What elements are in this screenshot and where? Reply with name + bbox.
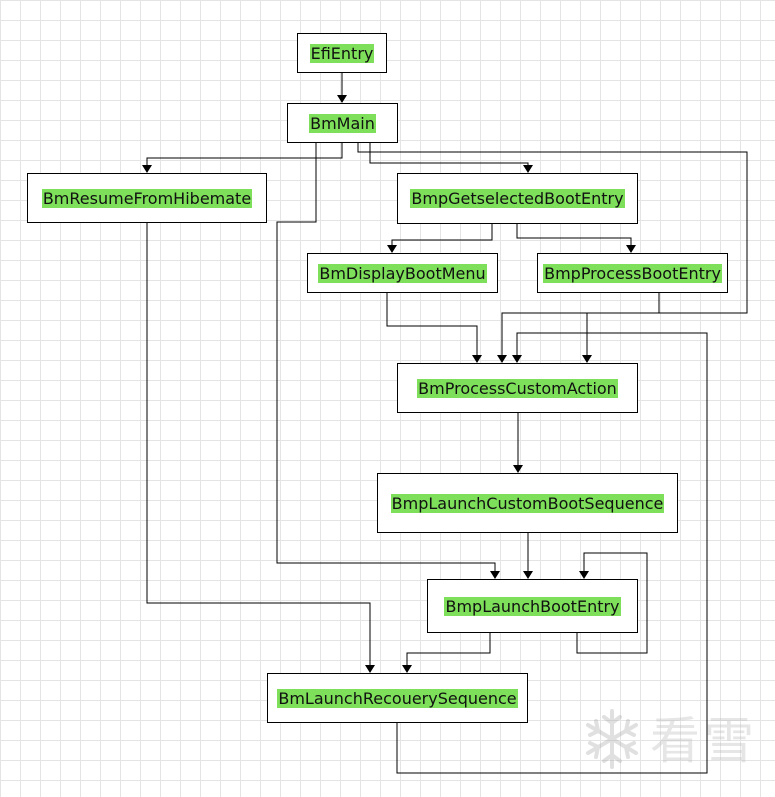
node-label: BmMain bbox=[309, 113, 376, 133]
edge-bmmain-bmpgetselectedbootentry bbox=[369, 143, 533, 173]
edge-bmlaunchrecoverysequence-bmprocesscustomaction bbox=[396, 332, 708, 774]
node-bmresumefromhibernate[interactable]: BmResumeFromHibemate bbox=[27, 173, 267, 223]
node-bmplaunchcustombootsequence[interactable]: BmpLaunchCustomBootSequence bbox=[377, 473, 678, 533]
watermark-text: 看雪 bbox=[650, 712, 758, 770]
edge-bmpprocessbootentry-bmprocesscustomaction bbox=[582, 293, 660, 363]
node-label: BmpGetselectedBootEntry bbox=[410, 189, 625, 208]
edge-bmdisplaybootmenu-bmprocesscustomaction bbox=[386, 293, 482, 363]
edge-bmplaunchbootentry-loop bbox=[576, 552, 648, 654]
edge-bmmain-bmplaunchbootentry bbox=[276, 143, 500, 579]
edge-bmplaunchbootentry-bmlaunchrecoverysequence bbox=[402, 633, 491, 673]
node-label: BmpProcessBootEntry bbox=[543, 263, 722, 283]
node-label: BmLaunchRecouerySequence bbox=[277, 688, 518, 708]
node-bmplaunchbootentry[interactable]: BmpLaunchBootEntry bbox=[427, 579, 638, 633]
edge-bmmain-bmresumefromhibernate bbox=[142, 143, 343, 173]
watermark: 看雪 bbox=[580, 705, 770, 775]
edge-bmresumefromhibernate-bmlaunchrecoverysequence bbox=[146, 223, 375, 673]
node-label: BmDisplayBootMenu bbox=[318, 263, 487, 283]
node-label: BmpLaunchBootEntry bbox=[444, 596, 621, 616]
node-bmpgetselectedbootentry[interactable]: BmpGetselectedBootEntry bbox=[397, 173, 638, 224]
node-label: BmProcessCustomAction bbox=[417, 378, 618, 398]
node-bmlaunchrecoverysequence[interactable]: BmLaunchRecouerySequence bbox=[267, 673, 528, 723]
node-label: EfiEntry bbox=[309, 43, 375, 63]
node-label: BmpLaunchCustomBootSequence bbox=[390, 493, 665, 513]
node-efientry[interactable]: EfiEntry bbox=[297, 33, 387, 73]
edge-bmmain-bmprocesscustomaction bbox=[357, 143, 748, 363]
node-label: BmResumeFromHibemate bbox=[41, 188, 253, 208]
node-bmdisplaybootmenu[interactable]: BmDisplayBootMenu bbox=[307, 253, 498, 293]
edge-bmpgetselected-bmdisplaybootmenu bbox=[387, 224, 493, 253]
edge-bmpgetselected-bmpprocessbootentry bbox=[516, 224, 636, 253]
node-bmmain[interactable]: BmMain bbox=[287, 103, 398, 143]
node-bmpprocessbootentry[interactable]: BmpProcessBootEntry bbox=[537, 253, 728, 293]
snowflake-icon bbox=[586, 709, 638, 769]
node-bmprocesscustomaction[interactable]: BmProcessCustomAction bbox=[397, 363, 638, 413]
